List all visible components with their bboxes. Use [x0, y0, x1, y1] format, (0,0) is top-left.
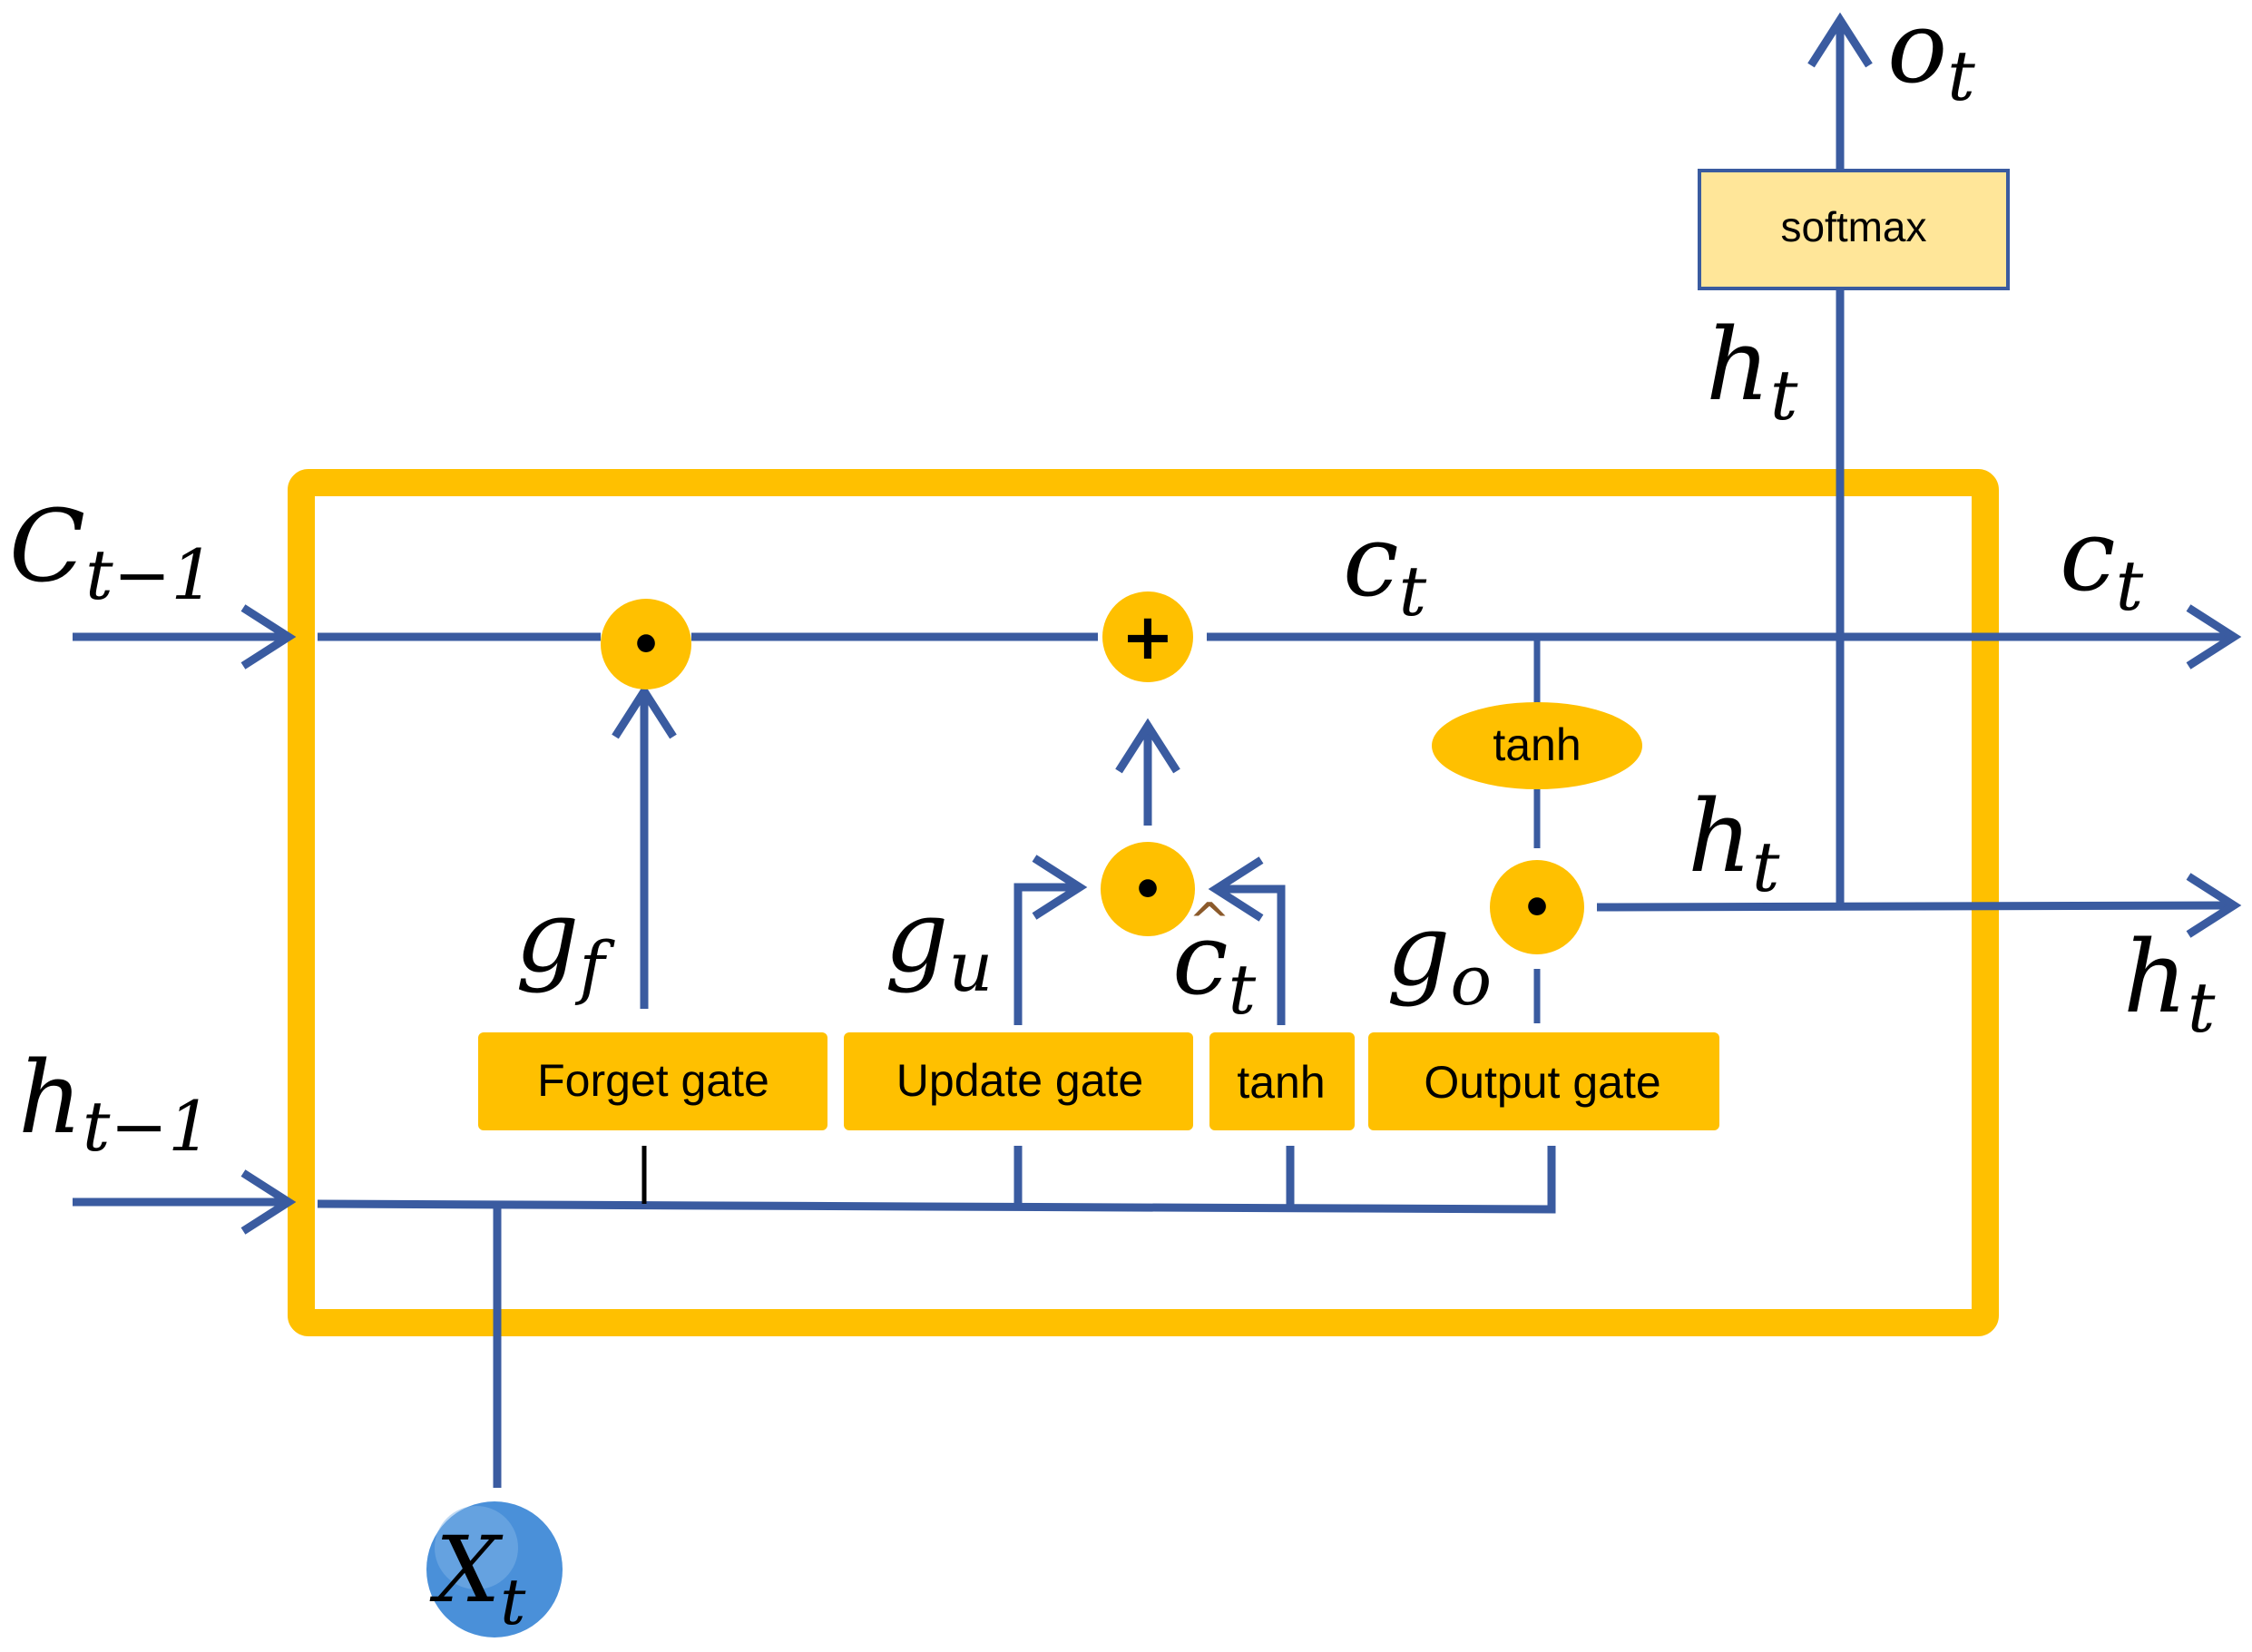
g-o-sub: o: [1450, 940, 1492, 1021]
forget-gate-arrow: [612, 683, 677, 1009]
c-hat-mark: ^: [1189, 893, 1231, 952]
output-gate-label: Output gate: [1424, 1057, 1660, 1108]
x-t-base: X: [429, 1517, 504, 1623]
candidate-sum-arrow: [1115, 718, 1180, 826]
g-o-base: g: [1386, 892, 1450, 1008]
forget-multiply-symbol: •: [630, 616, 662, 675]
o-t-base: o: [1887, 0, 1947, 105]
cell-add-symbol: +: [1121, 600, 1175, 674]
forget-multiply-node: [601, 599, 691, 689]
c-hat-sub: t: [1229, 949, 1257, 1030]
o-t-label: ot: [1887, 0, 1975, 116]
x-t-sub: t: [500, 1565, 526, 1639]
h-prev-label: ht−1: [18, 1040, 211, 1167]
c-prev-base: C: [9, 488, 85, 604]
o-t-sub: t: [1947, 35, 1975, 116]
c-prev-label: Ct−1: [9, 488, 215, 615]
update-gate-arrow: [1013, 855, 1088, 1025]
c-t-inner-label: ct: [1343, 503, 1427, 631]
h-t-out-label: ht: [2123, 919, 2216, 1048]
h-t-top-base: h: [1706, 307, 1770, 423]
c-t-out-sub: t: [2116, 545, 2144, 626]
h-t-inner-base: h: [1688, 778, 1752, 894]
tanh-ellipse: [1432, 702, 1642, 789]
hidden-state-output-line: [1596, 873, 2242, 938]
hidden-state-input-line: [73, 1146, 1556, 1488]
h-t-out-base: h: [2123, 919, 2188, 1035]
forget-gate-box: [478, 1032, 827, 1130]
h-t-inner-label: ht: [1688, 778, 1780, 907]
h-t-inner-sub: t: [1752, 826, 1780, 907]
h-t-top-sub: t: [1770, 355, 1798, 435]
c-hat-base: c: [1172, 901, 1229, 1017]
candidate-tanh-box: [1209, 1032, 1355, 1130]
input-x-node-highlight: [435, 1506, 518, 1589]
update-multiply-symbol: •: [1131, 861, 1164, 920]
x-t-label: Xt: [429, 1517, 526, 1639]
candidate-tanh-label: tanh: [1237, 1057, 1325, 1108]
forget-gate-label: Forget gate: [537, 1055, 769, 1106]
g-f-label: gf: [515, 878, 615, 1007]
update-gate-box: [844, 1032, 1193, 1130]
c-prev-sub: t−1: [85, 534, 215, 615]
tanh-ellipse-label: tanh: [1493, 719, 1581, 770]
output-multiply-symbol: •: [1521, 879, 1553, 938]
h-prev-sub: t−1: [83, 1086, 212, 1167]
cell-add-node: [1102, 591, 1193, 682]
output-multiply-node: [1490, 860, 1584, 954]
update-multiply-node: [1101, 842, 1195, 936]
g-u-sub: u: [948, 926, 993, 1007]
g-f-base: g: [515, 878, 579, 994]
g-u-base: g: [885, 878, 948, 994]
h-t-out-sub: t: [2188, 967, 2216, 1048]
softmax-label: softmax: [1780, 203, 1926, 250]
softmax-box: [1698, 169, 2010, 290]
c-t-out-base: c: [2060, 497, 2116, 613]
c-t-inner-base: c: [1343, 503, 1399, 619]
output-vertical-line: [1807, 12, 1873, 905]
cell-state-line: [73, 604, 2242, 670]
g-f-sub: f: [574, 926, 615, 1007]
c-t-inner-sub: t: [1399, 551, 1427, 631]
c-hat-label: ct: [1172, 901, 1257, 1030]
candidate-arrow: [1208, 856, 1286, 1025]
h-t-top-label: ht: [1706, 307, 1798, 435]
g-u-label: gu: [885, 878, 993, 1007]
c-t-out-label: ct: [2060, 497, 2144, 626]
output-gate-box: [1368, 1032, 1719, 1130]
g-o-label: go: [1386, 892, 1492, 1021]
h-prev-base: h: [18, 1040, 83, 1156]
update-gate-label: Update gate: [896, 1055, 1143, 1106]
